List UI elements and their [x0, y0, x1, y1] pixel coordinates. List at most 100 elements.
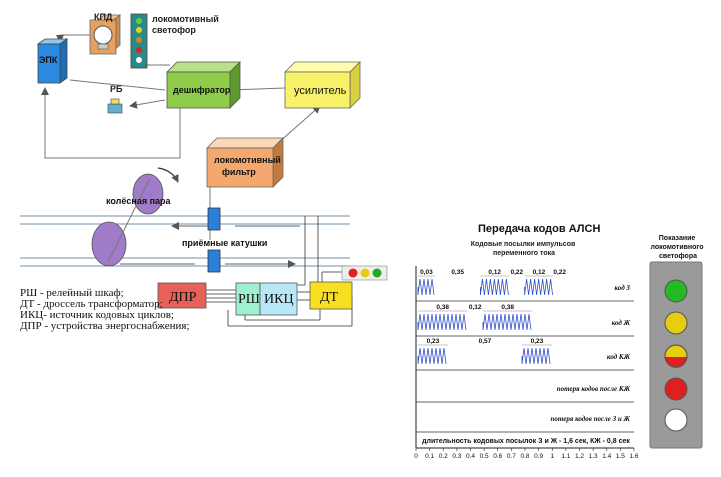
pulse-duration-label: 0,12: [488, 269, 501, 276]
pulse-duration-label: 0,57: [479, 338, 492, 345]
row-label: потеря кодов после КЖ: [557, 385, 631, 393]
row-label: код З: [615, 284, 631, 292]
rb-button: [107, 98, 123, 114]
axis-tick-label: 0.4: [466, 453, 475, 460]
signal-lamp: [664, 311, 688, 335]
loco-filter-label: локомотивный фильтр: [214, 155, 283, 177]
code-pulse: [482, 313, 532, 331]
timing-title: Передача кодов АЛСН: [478, 223, 600, 235]
legend: РШ - релейный шкаф; ДТ - дроссель трансф…: [20, 287, 190, 332]
code-pulse: [417, 313, 467, 331]
axis-tick-label: 0.7: [507, 453, 516, 460]
rsh-box: [235, 282, 261, 316]
row-label: потеря кодов после З и Ж: [551, 415, 631, 423]
axis-tick-label: 0.1: [425, 453, 434, 460]
coil-lower: [207, 249, 221, 273]
legend-line-1: РШ - релейный шкаф;: [20, 287, 124, 299]
signal-lamp: [664, 408, 688, 432]
decoder-label: дешифратор: [173, 85, 231, 95]
code-pulse: [417, 347, 447, 365]
wheel-axle: [107, 177, 151, 263]
current-arrows: [120, 222, 300, 268]
epk-label: ЭПК: [39, 55, 58, 65]
row-label: код Ж: [612, 319, 631, 327]
axis-tick-label: 0.8: [520, 453, 529, 460]
wheel-upper: [132, 173, 164, 215]
dpr-label: ДПР: [169, 290, 197, 305]
axis-tick-label: 0: [414, 453, 418, 460]
axis-tick-label: 1.1: [561, 453, 570, 460]
axis-tick-label: 0.6: [493, 453, 502, 460]
pulse-duration-label: 0,12: [469, 304, 482, 311]
signal-header-line2: локомотивного: [650, 244, 703, 251]
code-pulse: [521, 347, 551, 365]
loco-filter-label-line1: локомотивный: [214, 155, 281, 165]
legend-line-3: ИКЦ- источник кодовых циклов;: [20, 309, 174, 321]
signal-lamp-outline: [664, 344, 688, 368]
timing-diagram: Передача кодов АЛСН Кодовые посылки импу…: [414, 223, 639, 460]
pulse-duration-label: 0,23: [531, 338, 544, 345]
wheel-lower: [91, 221, 127, 267]
ikc-label: ИКЦ: [264, 292, 294, 307]
signal-lamp: [664, 377, 688, 401]
coil-upper: [207, 207, 221, 231]
pulse-duration-label: 0,35: [451, 269, 464, 276]
timing-subtitle-line2: переменного тока: [493, 250, 555, 257]
signal-panel: Показание локомотивного светофора: [649, 235, 704, 449]
legend-line-2: ДТ - дроссель трансформатор;: [20, 298, 163, 310]
axis-tick-label: 1.3: [589, 453, 598, 460]
pulse-duration-label: 0,38: [501, 304, 514, 311]
rb-label: РБ: [110, 84, 123, 94]
epk-box: [36, 38, 69, 84]
dt-label: ДТ: [320, 290, 339, 305]
wheel-rotation-arrow: [157, 167, 179, 183]
timing-row: потеря кодов после КЖ: [416, 385, 634, 403]
pulse-duration-label: 0,23: [427, 338, 440, 345]
amplifier-label: усилитель: [294, 85, 347, 97]
dpr-box: [157, 282, 207, 309]
loco-signal-label-line1: локомотивный: [152, 14, 219, 24]
pulse-duration-label: 0,22: [510, 269, 523, 276]
rsh-label: РШ: [238, 292, 260, 307]
code-pulse: [480, 278, 509, 296]
loco-signal-label-line2: светофор: [152, 25, 196, 35]
signal-lamp: [664, 279, 688, 303]
axis-tick-label: 1.5: [616, 453, 625, 460]
pulse-duration-label: 0,12: [533, 269, 546, 276]
ikc-box: [259, 282, 298, 316]
trackside-signal: [341, 265, 388, 281]
loco-filter-box: [206, 137, 284, 188]
amplifier-box: [284, 61, 361, 109]
axis-tick-label: 0.5: [480, 453, 489, 460]
axis-tick-label: 0.2: [439, 453, 448, 460]
axis-tick-label: 1.2: [575, 453, 584, 460]
pulse-duration-label: 0,22: [553, 269, 566, 276]
timing-row: 0,38 0,12 0,38 код Ж: [416, 304, 634, 337]
coils-label: приёмные катушки: [182, 238, 267, 248]
axis-tick-label: 0.3: [452, 453, 461, 460]
kpd-label: КПД: [94, 12, 113, 22]
loco-filter-label-line2: фильтр: [222, 167, 256, 177]
loco-signal-column: [130, 13, 148, 69]
kpd-gauge: [89, 14, 122, 55]
signal-lamps: [664, 279, 688, 432]
dt-box: [309, 281, 353, 310]
timing-subtitle-line1: Кодовые посылки импульсов: [471, 241, 576, 248]
legend-line-4: ДПР - устройства энергоснабжения;: [20, 320, 190, 332]
timing-subtitle: Кодовые посылки импульсов переменного то…: [471, 241, 577, 257]
decoder-box: [166, 61, 241, 109]
code-pulse: [524, 278, 553, 296]
timing-row: потеря кодов после З и Ж: [416, 415, 634, 433]
signal-header-line3: светофора: [659, 253, 697, 260]
axis-tick-label: 1.4: [602, 453, 611, 460]
code-pulse: [417, 278, 435, 296]
signal-header-line1: Показание: [659, 235, 696, 242]
axis-tick-label: 1: [550, 453, 554, 460]
pulse-duration-label: 0,38: [436, 304, 449, 311]
timing-footnote: длительность кодовых посылок З и Ж - 1,6…: [422, 438, 630, 445]
